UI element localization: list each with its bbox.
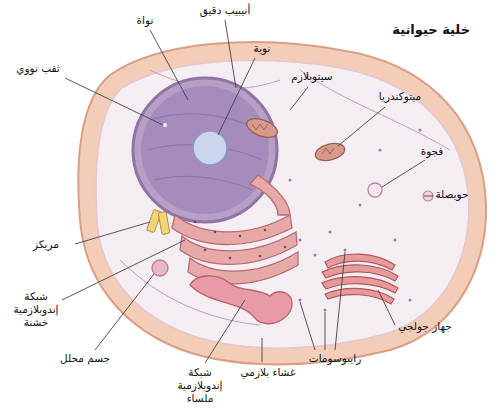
part-label: فجوة [410,145,454,158]
part-label: نوية [237,42,287,55]
part-label: نواة [120,14,170,27]
diagram-title: خلية حيوانية [392,22,470,37]
part-label: شبكة إندوبلازمية خشنة [3,290,69,329]
part-label: غشاء بلازمي [240,366,296,379]
part-label: أنيبيب دقيق [185,4,265,17]
part-label: جهاز جولجي [385,320,465,333]
part-label: سيتوبلازم [277,70,347,83]
part-label: جسم محلل [50,352,120,365]
part-label: مريكز [18,238,74,251]
part-label: شبكة إندوبلازمية ملساء [167,366,233,405]
part-label: حويصلة [426,188,478,201]
part-label: ميتوكندريا [360,90,440,103]
part-label: ثقب نووي [3,62,73,75]
part-label: رايبوسومات [292,352,378,365]
